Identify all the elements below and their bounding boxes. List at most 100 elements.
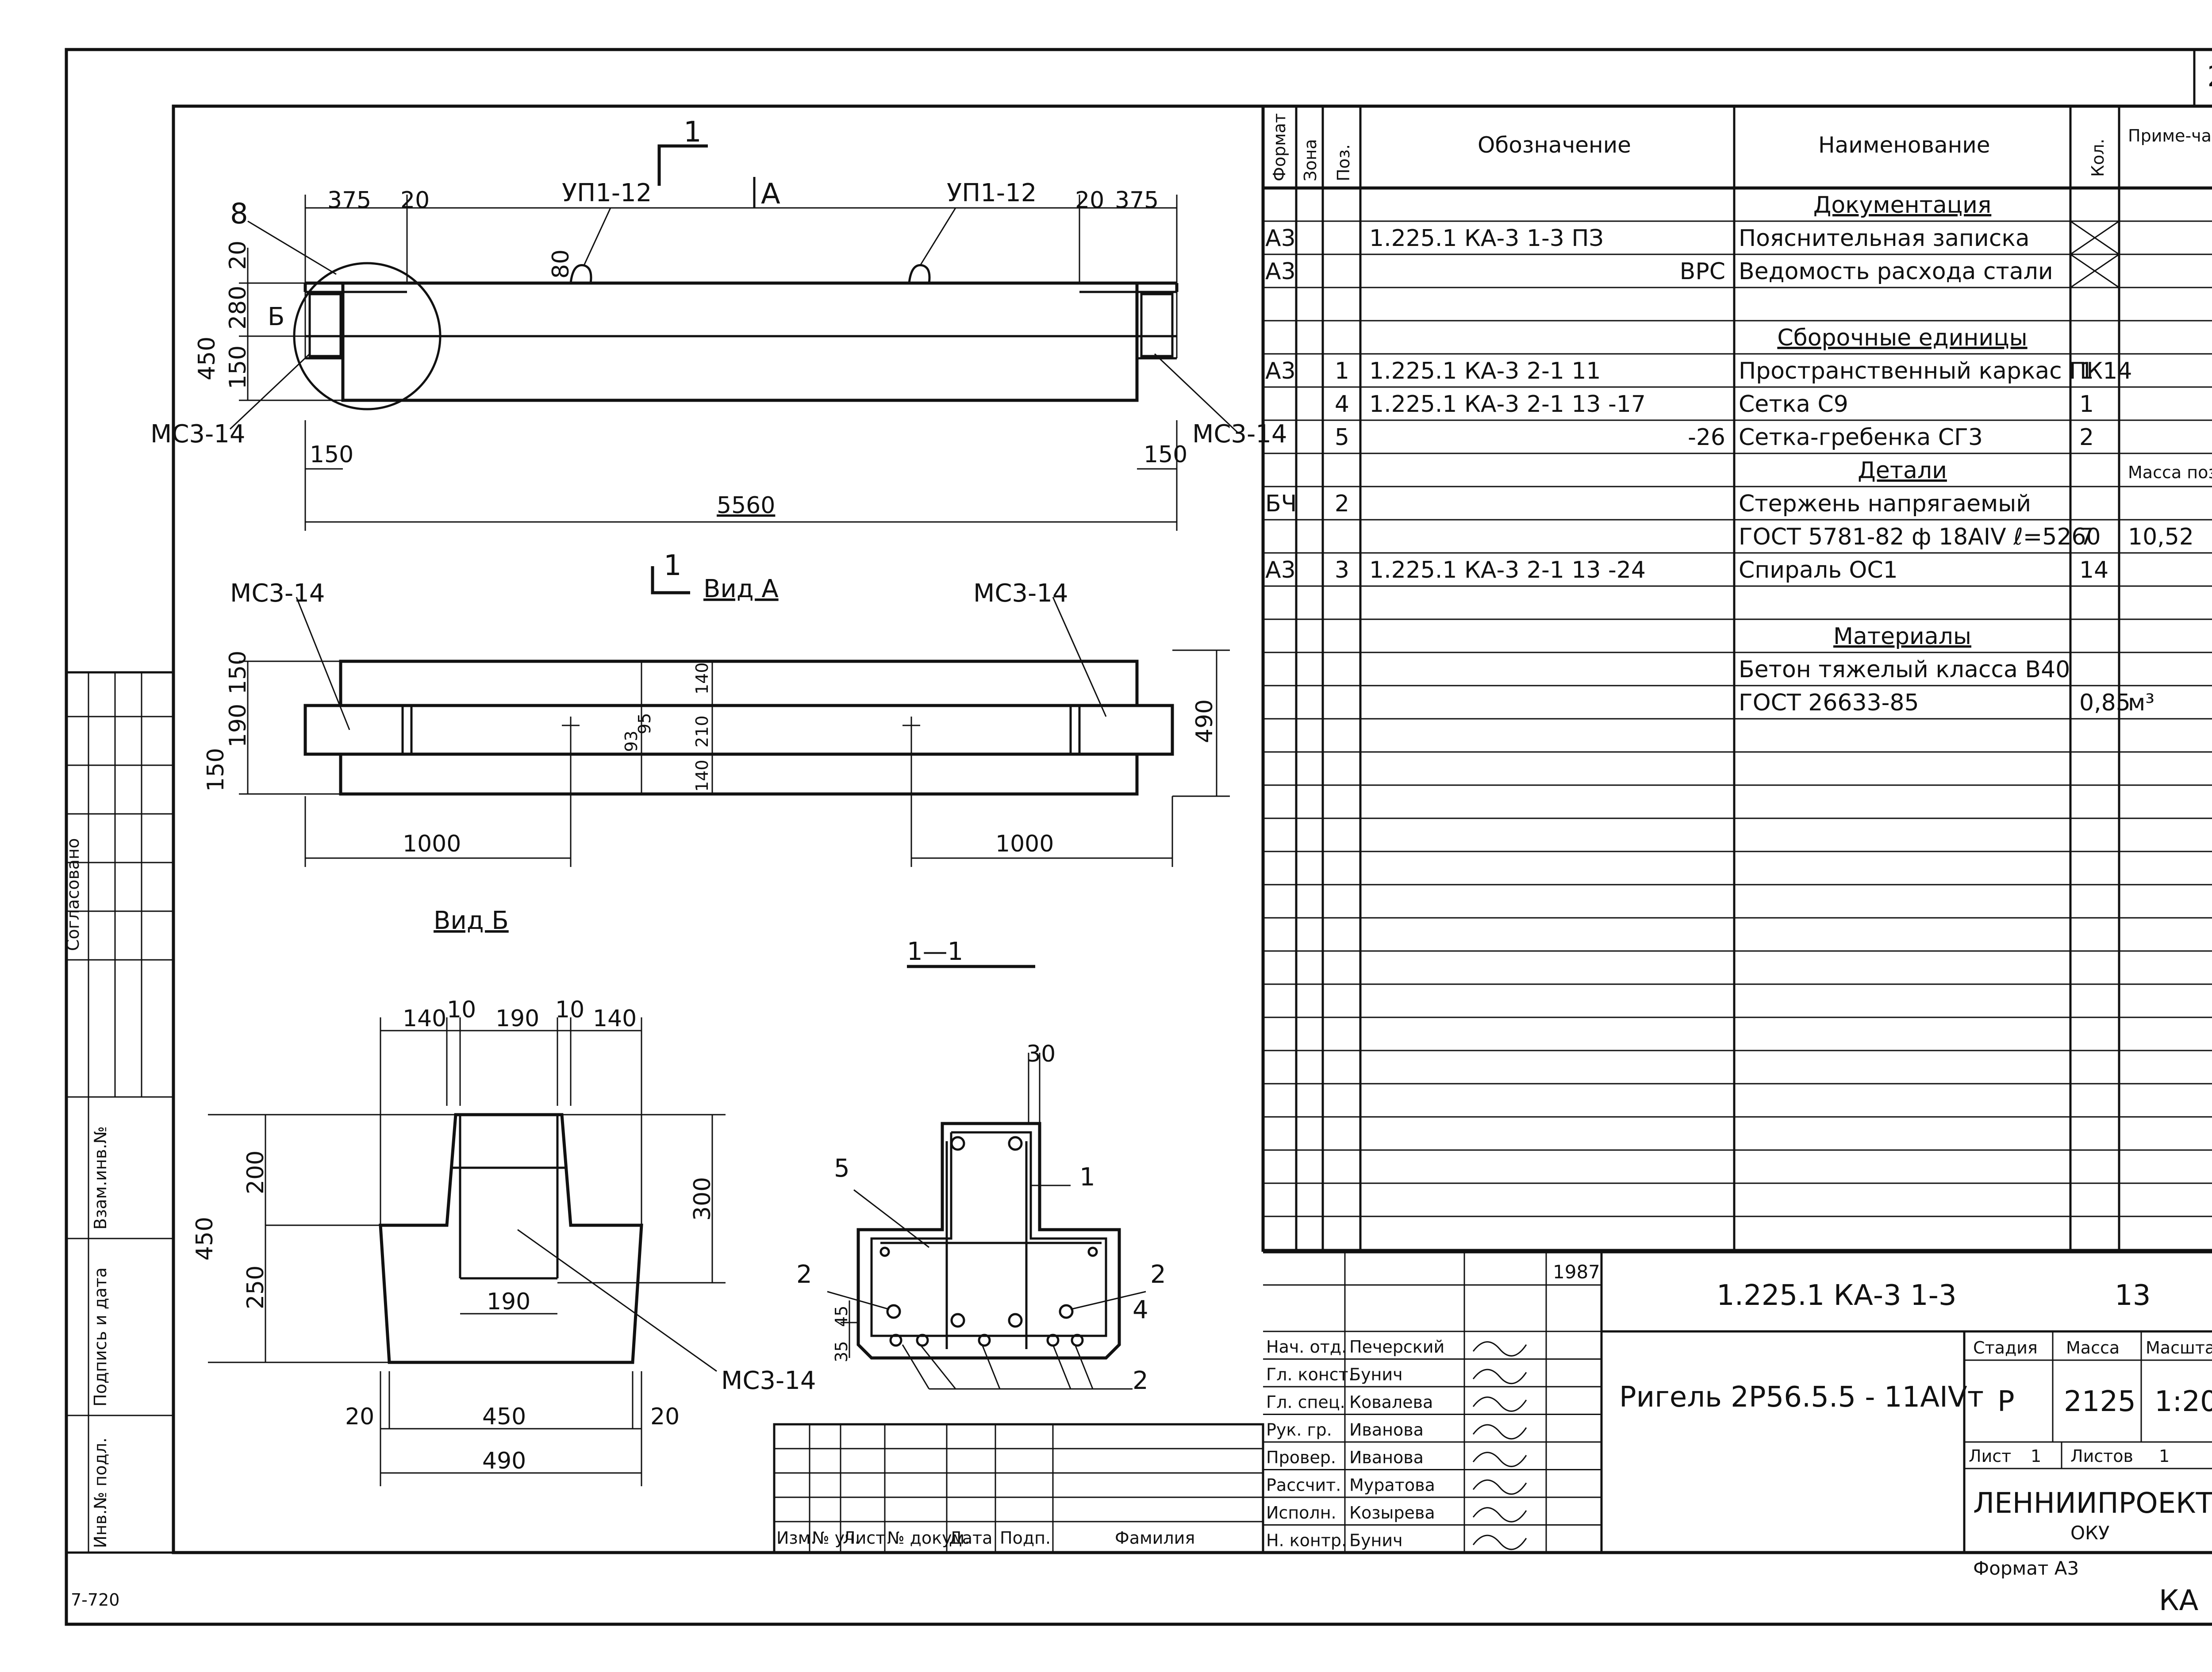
sig-name: Муратова [1349, 1476, 1435, 1495]
spec-header-pos: Поз. [1334, 144, 1353, 181]
title-code: 1.225.1 КА-3 1-3 [1717, 1279, 1957, 1312]
spec-name-cell: Пояснительная записка [1739, 225, 2030, 252]
sec-dim-30: 30 [1026, 1041, 1056, 1067]
spec-name-cell: Документация [1813, 192, 1991, 219]
revision-header: Подп. [1000, 1528, 1051, 1548]
revision-header: № уч. [812, 1528, 860, 1548]
spec-qty-cell: 14 [2079, 557, 2108, 583]
title-sheet-ref: 13 [2115, 1279, 2151, 1312]
spec-header-designation: Обозначение [1478, 132, 1631, 158]
section-1-1 [827, 1053, 1146, 1390]
dim-20-right: 20 [1075, 187, 1104, 214]
plan-dim-150-top: 150 [225, 651, 251, 694]
sig-name: Ковалева [1349, 1392, 1433, 1412]
org-name: ЛЕННИИПРОЕКТ [1973, 1487, 2212, 1520]
spec-fmt-cell: А3 [1265, 258, 1296, 285]
plan-dim-95: 95 [635, 713, 654, 734]
mass-label: Масса [2066, 1338, 2120, 1358]
label-up1-12-right: УП1-12 [947, 179, 1037, 207]
plan-dim-1000-right: 1000 [995, 831, 1054, 857]
dim-375-right: 375 [1115, 187, 1159, 214]
vb-dim-10-right: 10 [555, 997, 584, 1023]
spec-name-cell: ГОСТ 5781-82 ф 18АIV ℓ=5260 [1739, 524, 2101, 550]
title-block [773, 1250, 2212, 1554]
signature-scribble [1472, 1341, 1527, 1357]
spec-name-cell: Сетка С9 [1739, 391, 1848, 418]
spec-name-cell: Материалы [1833, 623, 1971, 650]
year: 1987 [1553, 1261, 1600, 1283]
dim-150-right: 150 [1144, 441, 1187, 468]
signature-scribble [1472, 1507, 1527, 1522]
spec-fmt-cell: БЧ [1265, 491, 1297, 517]
plan-dim-190: 190 [225, 704, 251, 748]
stage-label: Стадия [1973, 1338, 2038, 1358]
plan-dim-490: 490 [1191, 699, 1218, 743]
plan-dim-93: 93 [622, 731, 641, 752]
scale-label: Масштаб [2146, 1338, 2212, 1358]
vb-dim-250: 250 [242, 1266, 269, 1309]
plan-dim-140-bottom: 140 [692, 759, 712, 792]
plan-section-mark: 1 [664, 549, 682, 582]
revision-header: Дата [949, 1528, 992, 1548]
page-number-box [2193, 48, 2212, 107]
view-arrow-a: А [761, 178, 780, 211]
spec-name-cell: Детали [1858, 457, 1947, 484]
vb-dim-140-left: 140 [403, 1005, 446, 1032]
signature-scribble [1472, 1396, 1527, 1412]
dim-20-left: 20 [400, 187, 430, 214]
plan-label-ms3-14-right: МС3-14 [973, 579, 1068, 608]
spec-des-cell: 1.225.1 КА-3 2-1 13 -17 [1369, 391, 1646, 418]
format-label: Формат А3 [1973, 1557, 2079, 1579]
spec-pos-cell: 4 [1335, 391, 1349, 418]
dim-150: 150 [225, 345, 251, 389]
sig-role: Нач. отд. [1266, 1337, 1347, 1357]
view-b-title: Вид Б [434, 906, 509, 935]
sig-role: Исполн. [1266, 1503, 1336, 1522]
spec-name-cell: Пространственный каркас ПК14 [1739, 358, 2132, 384]
signature-scribble [1472, 1534, 1527, 1550]
spec-name-cell: Сборочные единицы [1777, 325, 2027, 351]
plan-dim-140-top: 140 [692, 662, 712, 694]
org-sub: ОКУ [2070, 1522, 2109, 1544]
vb-dim-20-left: 20 [345, 1404, 374, 1430]
spec-fmt-cell: А3 [1265, 358, 1296, 384]
sec-label-2-left: 2 [796, 1260, 812, 1289]
sheet-label: Лист [1969, 1446, 2011, 1466]
sec-label-4: 4 [1133, 1296, 1148, 1324]
plan-dim-210: 210 [692, 715, 712, 748]
signature-scribble [1472, 1452, 1527, 1467]
stage-value: Р [1997, 1385, 2015, 1418]
dim-80: 80 [548, 249, 574, 279]
spec-des-cell: ВРС [1680, 258, 1725, 285]
spec-qty-cell: 1 [2079, 358, 2094, 384]
page-number: 22 [2207, 61, 2212, 93]
vb-dim-300: 300 [689, 1177, 716, 1221]
spec-fmt-cell: А3 [1265, 225, 1296, 252]
spec-qty-cell: 2 [2079, 424, 2094, 451]
revision-header: Изм. [776, 1528, 816, 1548]
vb-dim-190-bottom: 190 [487, 1289, 530, 1315]
corner-mark: КА [2159, 1584, 2198, 1617]
label-b: Б [268, 303, 284, 331]
spec-header-qty: Кол. [2088, 138, 2108, 177]
spec-des-cell: 1.225.1 КА-3 1-3 ПЗ [1369, 225, 1604, 252]
sig-role: Рассчит. [1266, 1476, 1341, 1495]
plan-dim-1000-left: 1000 [403, 831, 461, 857]
spec-header-name: Наименование [1818, 132, 1990, 158]
sec-dim-35: 35 [832, 1341, 851, 1362]
scale-value: 1:20 [2154, 1385, 2212, 1418]
dim-450: 450 [194, 337, 220, 380]
section-mark-top: 1 [684, 116, 702, 149]
section-title: 1—1 [907, 937, 963, 966]
sig-role: Н. контр. [1266, 1531, 1347, 1550]
plan-label-ms3-14-left: МС3-14 [230, 579, 325, 608]
spec-header-format: Формат [1270, 113, 1289, 181]
cross-line [2070, 253, 2120, 288]
vb-dim-140-right: 140 [593, 1005, 637, 1032]
elevation-position-label: 8 [230, 198, 248, 230]
corner-code: 7-720 [71, 1590, 119, 1610]
signature-scribble [1472, 1369, 1527, 1384]
